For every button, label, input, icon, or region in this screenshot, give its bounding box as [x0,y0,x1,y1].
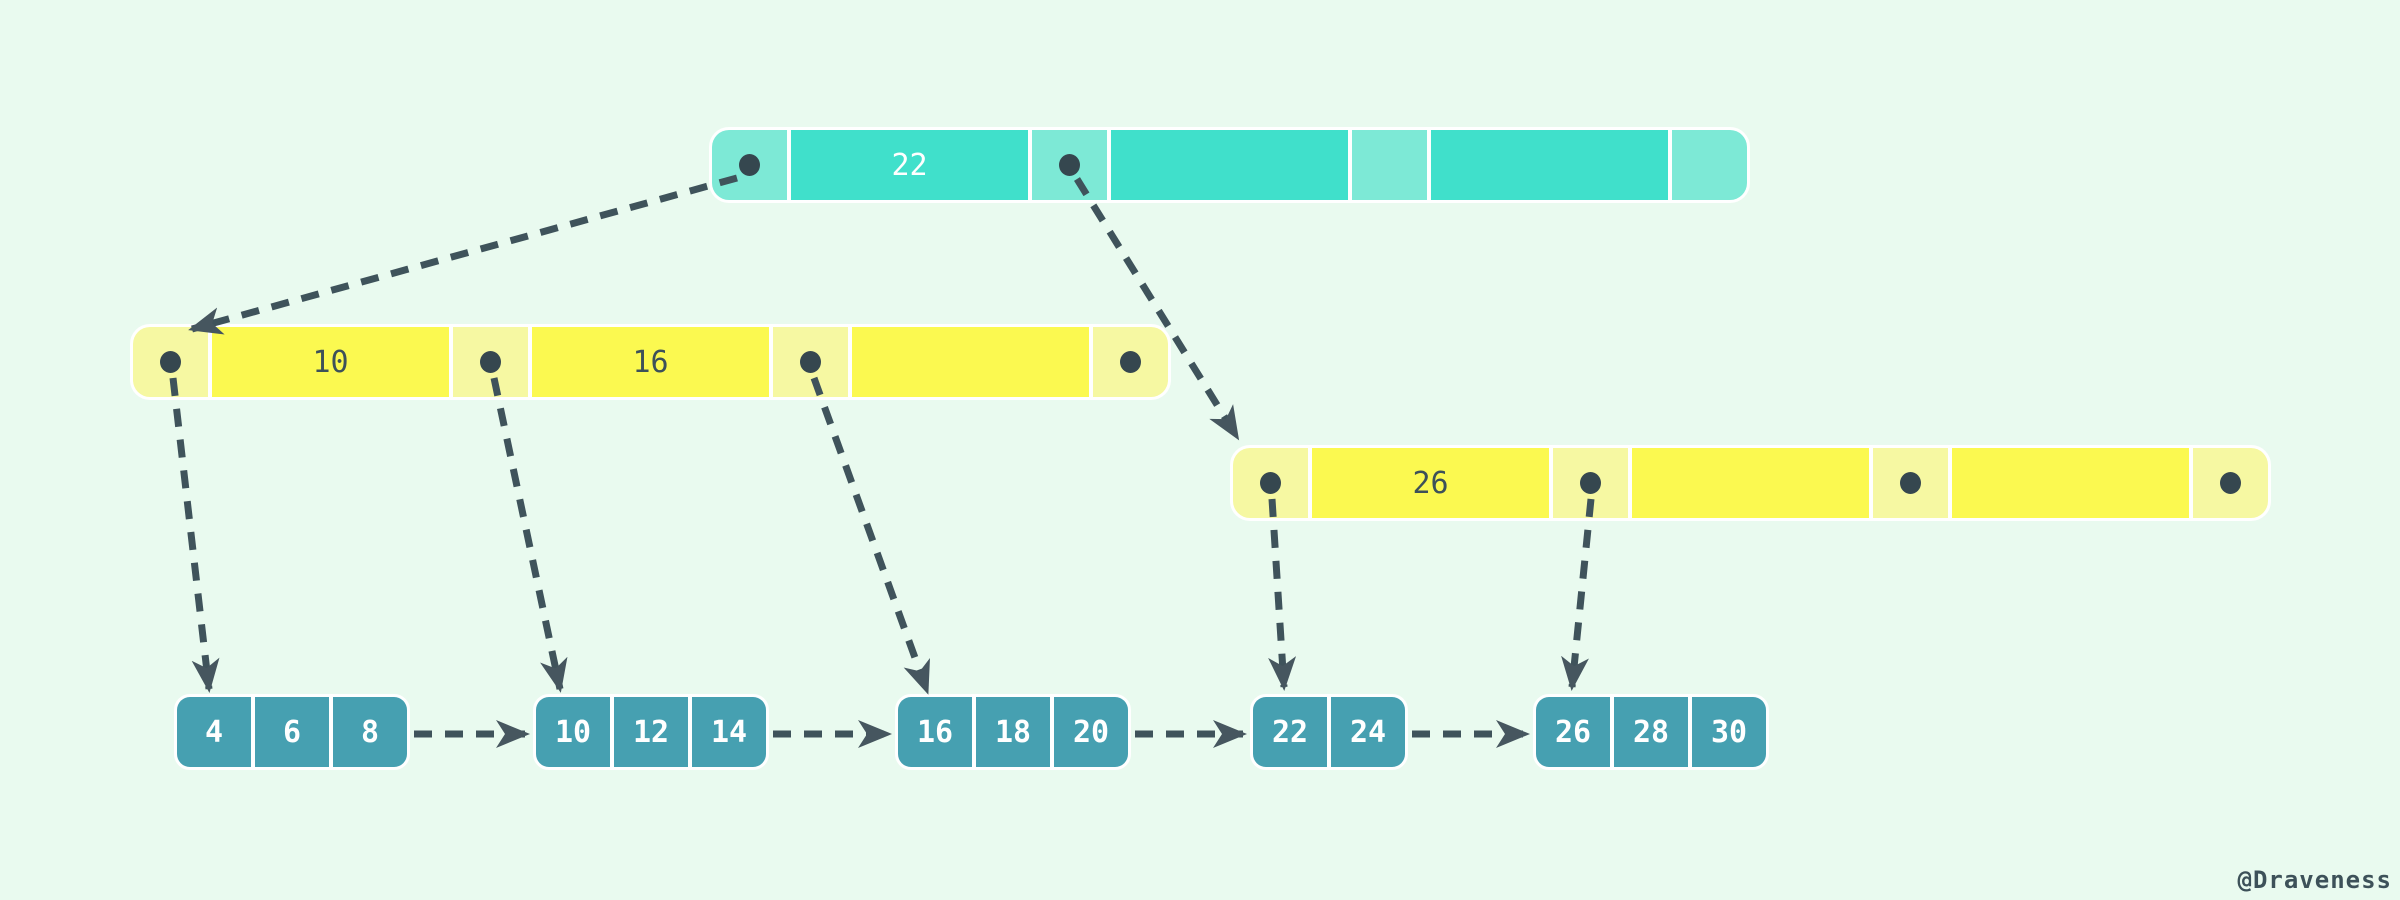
internal-right-key-cell-2 [1632,448,1869,518]
leaf-value-cell: 4 [177,697,251,767]
pointer-dot [1580,472,1601,494]
pointer-dot [1059,154,1080,176]
pointer-dot [1900,472,1921,494]
root-node: 22 [709,127,1750,203]
internal-node-left: 10 16 [130,324,1171,400]
leaf-value-cell: 8 [333,697,407,767]
pointer-dot [739,154,760,176]
internal-left-pointer-cell-3 [773,327,848,397]
internal-right-key-cell-3 [1952,448,2189,518]
pointer-dot [1260,472,1281,494]
internal-right-pointer-cell-4 [2193,448,2268,518]
arrow-internal-right-to-leaf5 [1561,498,1595,691]
root-pointer-cell-2 [1032,130,1107,200]
leaf-value-cell: 30 [1692,697,1766,767]
internal-left-key-cell-3 [852,327,1089,397]
internal-left-pointer-cell-1 [133,327,208,397]
root-key-cell-1: 22 [791,130,1028,200]
root-pointer-cell-4 [1672,130,1747,200]
pointer-dot [2220,472,2241,494]
leaf-node-3: 16 18 20 [895,694,1131,770]
internal-left-key-cell-2: 16 [532,327,769,397]
leaf-value-cell: 10 [536,697,610,767]
watermark-credit: @Draveness [2237,866,2392,894]
pointer-dot [1120,351,1141,373]
pointer-dot [800,351,821,373]
arrow-internal-left-to-leaf2 [490,377,568,693]
internal-right-pointer-cell-2 [1553,448,1628,518]
arrow-root-to-internal-left [188,174,738,335]
internal-node-right: 26 [1230,445,2271,521]
leaf-value-cell: 14 [692,697,766,767]
leaf-value-cell: 24 [1331,697,1405,767]
internal-right-key-cell-1: 26 [1312,448,1549,518]
leaf-node-2: 10 12 14 [533,694,769,770]
leaf-value-cell: 18 [976,697,1050,767]
arrow-internal-left-to-leaf1 [169,377,220,693]
root-key-cell-2 [1111,130,1348,200]
internal-left-pointer-cell-4 [1093,327,1168,397]
root-key-cell-3 [1431,130,1668,200]
leaf-value-cell: 20 [1054,697,1128,767]
leaf-node-4: 22 24 [1250,694,1408,770]
leaf-value-cell: 12 [614,697,688,767]
arrow-internal-left-to-leaf3 [810,376,931,695]
pointer-dot [160,351,181,373]
leaf-value-cell: 28 [1614,697,1688,767]
pointer-dot [480,351,501,373]
leaf-value-cell: 16 [898,697,972,767]
internal-right-pointer-cell-1 [1233,448,1308,518]
internal-left-pointer-cell-2 [453,327,528,397]
arrow-internal-right-to-leaf4 [1268,498,1297,691]
leaf-value-cell: 26 [1536,697,1610,767]
leaf-value-cell: 6 [255,697,329,767]
leaf-node-5: 26 28 30 [1533,694,1769,770]
root-pointer-cell-1 [712,130,787,200]
leaf-value-cell: 22 [1253,697,1327,767]
leaf-node-1: 4 6 8 [174,694,410,770]
root-pointer-cell-3 [1352,130,1427,200]
internal-right-pointer-cell-3 [1873,448,1948,518]
internal-left-key-cell-1: 10 [212,327,449,397]
